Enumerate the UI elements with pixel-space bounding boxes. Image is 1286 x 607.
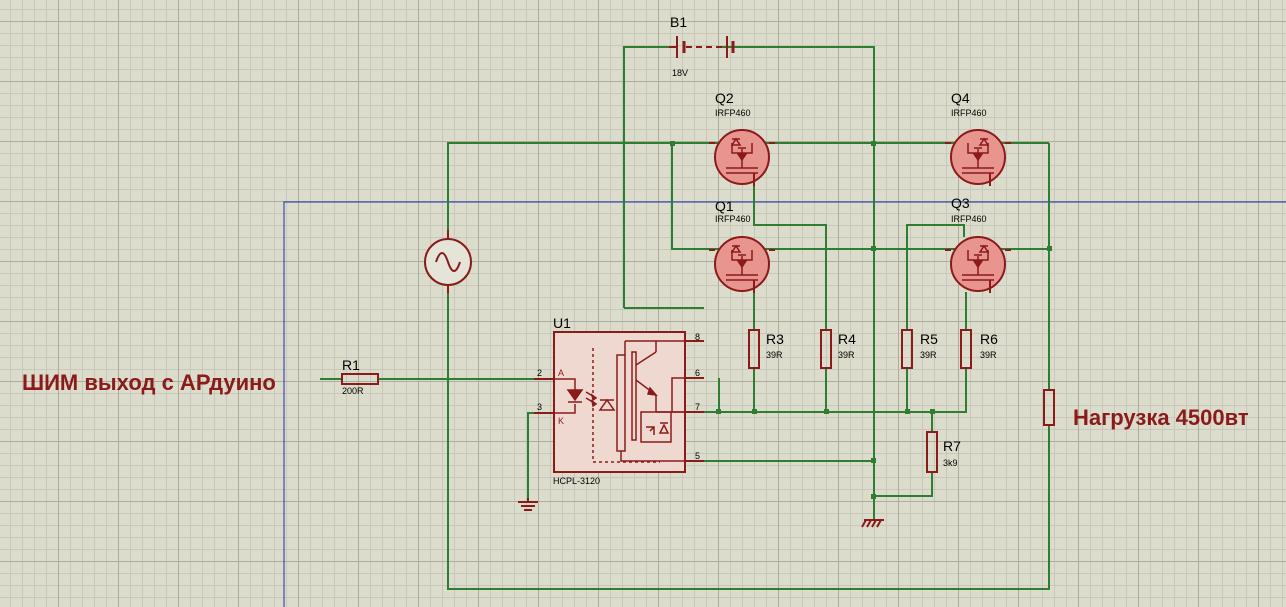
r7-value: 3k9 xyxy=(943,458,958,468)
q2-ref: Q2 xyxy=(715,90,734,106)
r3-ref: R3 xyxy=(766,331,784,347)
mosfets xyxy=(709,129,1011,293)
load-label: Нагрузка 4500вт xyxy=(1073,405,1249,430)
u1-pin3: 3 xyxy=(537,402,542,412)
q3-value: IRFP460 xyxy=(951,214,987,224)
q4-ref: Q4 xyxy=(951,90,970,106)
u1-value: HCPL-3120 xyxy=(553,476,600,486)
sheet-border xyxy=(283,201,1286,607)
ac-source[interactable] xyxy=(424,230,472,293)
resistor-r3[interactable]: R3 39R xyxy=(748,329,784,369)
u1-pin7: 7 xyxy=(695,402,700,412)
r4-value: 39R xyxy=(838,350,855,360)
q1-value: IRFP460 xyxy=(715,214,751,224)
optocoupler-u1[interactable]: U1 HCPL-3120 2 3 A K 8 6 7 5 xyxy=(534,315,704,486)
resistor-r5[interactable]: R5 39R xyxy=(901,329,938,369)
u1-pin8: 8 xyxy=(695,332,700,342)
mosfet-q2[interactable] xyxy=(709,129,775,186)
u1-ref: U1 xyxy=(553,315,571,331)
u1-pin-k: K xyxy=(558,416,564,426)
mosfet-q3[interactable] xyxy=(945,236,1011,293)
b1-value: 18V xyxy=(672,68,688,78)
q3-ref: Q3 xyxy=(951,195,970,211)
ground-symbol-left xyxy=(518,498,538,511)
r1-value: 200R xyxy=(342,386,364,396)
r4-ref: R4 xyxy=(838,331,856,347)
resistor-r7[interactable]: R7 3k9 xyxy=(926,431,961,473)
u1-pin2: 2 xyxy=(537,368,542,378)
u1-pin6: 6 xyxy=(695,368,700,378)
r5-ref: R5 xyxy=(920,331,938,347)
wires xyxy=(320,46,1050,590)
load-resistor[interactable] xyxy=(1043,389,1055,426)
pwm-input-label: ШИМ выход с АРдуино xyxy=(22,370,276,395)
resistor-r1[interactable]: R1 200R xyxy=(341,357,379,396)
ground-symbol-right xyxy=(861,519,884,528)
q2-value: IRFP460 xyxy=(715,108,751,118)
mosfet-q4[interactable] xyxy=(945,129,1011,186)
r7-ref: R7 xyxy=(943,438,961,454)
resistor-r6[interactable]: R6 39R xyxy=(960,329,998,369)
b1-ref: B1 xyxy=(670,14,687,30)
u1-pin-a: A xyxy=(558,368,564,378)
q4-value: IRFP460 xyxy=(951,108,987,118)
r1-ref: R1 xyxy=(342,357,360,373)
q1-ref: Q1 xyxy=(715,198,734,214)
r6-ref: R6 xyxy=(980,331,998,347)
battery-b1[interactable]: B1 18V xyxy=(669,14,735,78)
resistor-r4[interactable]: R4 39R xyxy=(820,329,856,369)
r5-value: 39R xyxy=(920,350,937,360)
u1-pin5: 5 xyxy=(695,451,700,461)
r3-value: 39R xyxy=(766,350,783,360)
r6-value: 39R xyxy=(980,350,997,360)
mosfet-q1[interactable] xyxy=(709,236,775,293)
junction-dots xyxy=(670,141,1052,499)
